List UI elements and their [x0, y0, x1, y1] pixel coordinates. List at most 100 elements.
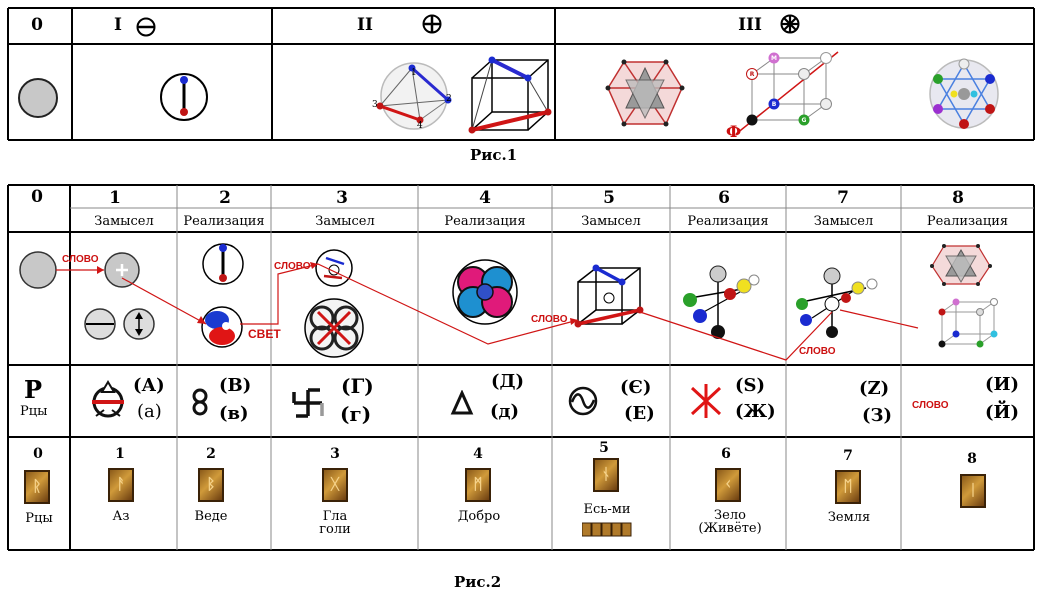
fig2-col-title-6: Реализация: [687, 214, 769, 229]
rune-num-8: 8: [967, 451, 977, 467]
fig2-col-title-5: Замысел: [581, 214, 641, 229]
dipole-circle-icon-2: [202, 243, 244, 285]
fig1-header-1: I: [114, 15, 122, 35]
grey-sphere-icon: [18, 78, 58, 118]
rune-num-5: 5: [599, 440, 609, 456]
point-label-4: 4: [417, 121, 423, 131]
rune-name-5: Есь-ми: [583, 502, 631, 517]
rune-8-icon: ᛁ: [960, 474, 986, 508]
star-tetrahedron-cube-icon: [605, 59, 685, 127]
letter-3-lower: (г): [340, 402, 372, 426]
rune-5-icon: ᚾ: [593, 458, 619, 492]
four-petal-cross-icon: [304, 298, 364, 358]
fig2-evolution-row: [19, 243, 998, 361]
rune-name-1: Аз: [112, 509, 130, 524]
sphere-icon: [19, 251, 57, 289]
rune-name-2: Веде: [194, 509, 228, 524]
letter-4-upper: (Д): [491, 371, 525, 392]
split-sphere-icon: [201, 306, 243, 348]
flow-word-slovo-2: СЛОВО: [274, 261, 311, 272]
rune-7-icon: ᛖ: [835, 470, 861, 504]
fig2-col-num-2: 2: [219, 188, 231, 208]
plus-sphere-icon: [104, 252, 140, 288]
flow-word-slovo-5: СЛОВО: [912, 400, 949, 411]
letter-5-lower: (Е): [624, 403, 655, 424]
flow-word-slovo-1: СЛОВО: [62, 254, 99, 265]
rune-num-0: 0: [33, 446, 43, 462]
svg-text:B: B: [772, 101, 777, 108]
point-label-2: 2: [446, 94, 452, 104]
rune-4-icon: ᛗ: [465, 468, 491, 502]
letter-4-lower: (д): [490, 401, 520, 422]
rune-name-7: Земля: [827, 510, 871, 525]
minus-sphere-icon: [84, 308, 116, 340]
letter-6-lower: (Ж): [735, 401, 776, 422]
letter-1-upper: (А): [133, 375, 165, 396]
rune-num-4: 4: [473, 446, 483, 462]
dipole-circle-icon: [160, 73, 208, 121]
rune-2-icon: ᛒ: [198, 468, 224, 502]
rune-name-4: Добро: [457, 509, 501, 524]
fig2-col-title-1: Замысел: [94, 214, 154, 229]
flow-word-slovo-4: СЛОВО: [799, 346, 836, 357]
color-axes-center-icon: [796, 267, 878, 338]
rune-name-6: Зело (Живёте): [698, 508, 762, 536]
fig2-col-num-4: 4: [479, 188, 491, 208]
zelo-symbol-icon: [690, 384, 722, 418]
cube-tetrahedron-icon: [468, 56, 552, 134]
rune-num-6: 6: [721, 446, 731, 462]
letter-8-lower: (Й): [985, 402, 1020, 423]
hexagram-color-wheel-icon: [929, 58, 999, 129]
svg-text:M: M: [771, 55, 777, 62]
point-label-1: 1: [411, 68, 417, 78]
tetrahedron-circle-icon: [376, 62, 452, 130]
fig2-col-num-6: 6: [718, 188, 730, 208]
arrow-sphere-icon: [123, 308, 155, 340]
fig1-caption: Рис.1: [470, 146, 518, 164]
letter-2-lower: (в): [219, 403, 249, 424]
letter-rtsy-name: Рцы: [20, 404, 48, 419]
letter-rtsy-glyph: Р: [24, 375, 43, 404]
circle-plus-icon: [422, 14, 442, 34]
fig2-caption: Рис.2: [454, 573, 502, 591]
fig2-col-num-7: 7: [837, 188, 849, 208]
circle-minus-icon: [136, 17, 156, 37]
fig2-col-title-2: Реализация: [183, 214, 265, 229]
flow-word-slovo-3: СЛОВО: [531, 314, 568, 325]
letter-7-lower: (З): [862, 405, 893, 426]
glagoli-symbol-icon: [292, 388, 324, 418]
svg-text:G: G: [802, 117, 807, 124]
letter-2-upper: (В): [219, 375, 252, 396]
fig2-col-num-8: 8: [952, 188, 964, 208]
fig2-col-num-3: 3: [336, 188, 348, 208]
color-cube-small-icon: [938, 298, 998, 348]
letter-7-upper: (Z): [859, 378, 890, 399]
small-tetra-circle-icon: [315, 249, 353, 287]
dobro-symbol-icon: [450, 390, 474, 415]
est-symbol-icon: [568, 386, 598, 416]
phi-label: Ф: [726, 122, 742, 141]
rune-name-0: Рцы: [25, 511, 53, 526]
rune-6-icon: ᚲ: [715, 468, 741, 502]
fig2-col-num-5: 5: [603, 188, 615, 208]
circle-star-icon: [780, 14, 800, 34]
fig2-col-num-1: 1: [109, 188, 121, 208]
rune-1-icon: ᚨ: [108, 468, 134, 502]
color-cube-icon: R M B G: [735, 51, 839, 135]
rune-3-icon: ᚷ: [322, 468, 348, 502]
letter-1-lower: (а): [137, 401, 162, 422]
color-axes-icon: [683, 265, 760, 339]
flow-word-svet: СВЕТ: [248, 327, 281, 341]
fig2-col-title-4: Реализация: [444, 214, 526, 229]
rune-0-icon: ᚱ: [24, 470, 50, 504]
star-tetra-cube-small-icon: [930, 244, 992, 286]
fig2-col-title-3: Замысел: [315, 214, 375, 229]
rune-name-3: Гла голи: [319, 509, 351, 537]
letter-5-upper: (Є): [620, 377, 652, 398]
rune-num-2: 2: [206, 446, 216, 462]
svg-text:R: R: [750, 71, 755, 78]
letter-3-upper: (Г): [341, 374, 374, 398]
fig2-col-num-0: 0: [31, 187, 43, 207]
rune-num-3: 3: [330, 446, 340, 462]
